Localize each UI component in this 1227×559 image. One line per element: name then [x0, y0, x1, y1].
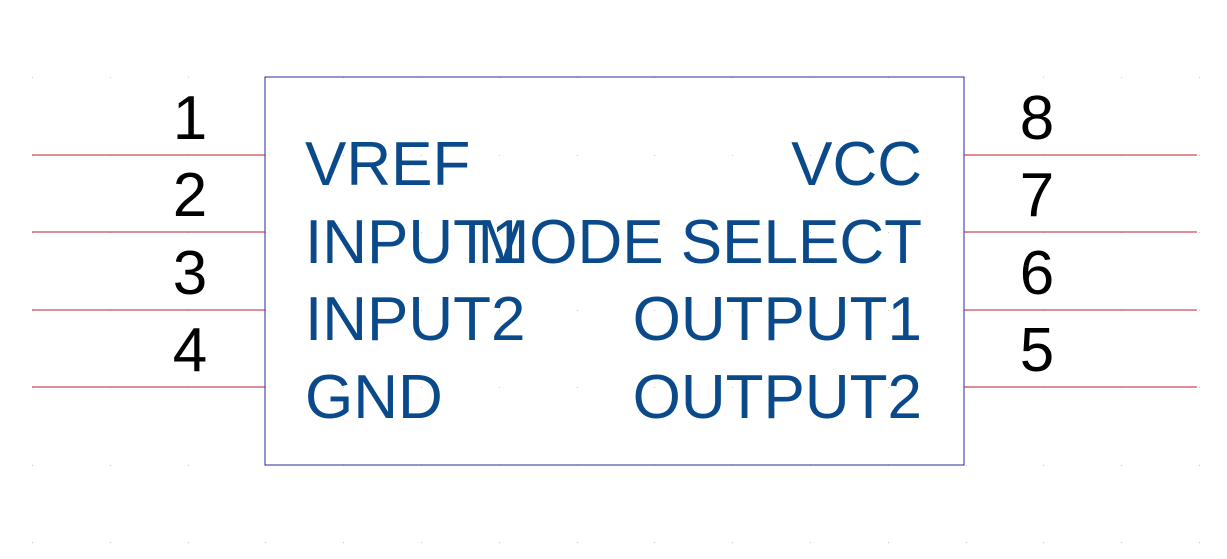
grid-dot: [810, 155, 811, 156]
grid-dot: [810, 542, 811, 543]
grid-dot: [421, 542, 422, 543]
pin-name-6: OUTPUT1: [633, 285, 922, 354]
grid-dot: [888, 310, 889, 311]
component-body[interactable]: [264, 76, 965, 466]
pin-number-4: 4: [173, 316, 207, 385]
grid-dot: [810, 387, 811, 388]
grid-dot: [343, 155, 344, 156]
pin-name-3: INPUT2: [305, 285, 525, 354]
pin-name-1: VREF: [305, 130, 470, 199]
pin-number-8: 8: [1020, 84, 1054, 153]
pin-number-3: 3: [173, 239, 207, 308]
grid-dot: [32, 77, 33, 78]
pin-name-4: GND: [305, 363, 443, 432]
grid-dot: [732, 387, 733, 388]
grid-dot: [1043, 542, 1044, 543]
grid-dot: [810, 232, 811, 233]
grid-dot: [499, 542, 500, 543]
grid-dot: [421, 387, 422, 388]
grid-dot: [1199, 155, 1200, 156]
grid-dot: [188, 465, 189, 466]
grid-dot: [343, 387, 344, 388]
grid-dot: [110, 542, 111, 543]
grid-dot: [1199, 542, 1200, 543]
grid-dot: [1121, 465, 1122, 466]
grid-dot: [654, 155, 655, 156]
pin-number-5: 5: [1020, 316, 1054, 385]
pin-number-2: 2: [173, 161, 207, 230]
pin-name-7: MODE SELECT: [478, 208, 922, 277]
grid-dot: [654, 310, 655, 311]
grid-dot: [654, 232, 655, 233]
grid-dot: [1199, 232, 1200, 233]
grid-dot: [577, 542, 578, 543]
grid-dot: [577, 232, 578, 233]
grid-dot: [810, 310, 811, 311]
grid-dot: [732, 542, 733, 543]
grid-dot: [499, 155, 500, 156]
grid-dot: [1043, 465, 1044, 466]
grid-dot: [110, 465, 111, 466]
grid-dot: [1043, 77, 1044, 78]
grid-dot: [32, 465, 33, 466]
grid-dot: [577, 310, 578, 311]
grid-dot: [265, 542, 266, 543]
grid-dot: [966, 542, 967, 543]
grid-dot: [654, 387, 655, 388]
grid-dot: [110, 77, 111, 78]
pin-name-5: OUTPUT2: [633, 363, 922, 432]
grid-dot: [966, 465, 967, 466]
grid-dot: [654, 542, 655, 543]
pin-name-2: INPUT1: [305, 208, 525, 277]
grid-dot: [1199, 465, 1200, 466]
grid-dot: [421, 310, 422, 311]
pin-number-7: 7: [1020, 161, 1054, 230]
grid-dot: [577, 155, 578, 156]
grid-dot: [1121, 77, 1122, 78]
grid-dot: [343, 232, 344, 233]
grid-dot: [966, 77, 967, 78]
grid-dot: [1199, 310, 1200, 311]
pin-number-1: 1: [173, 84, 207, 153]
grid-dot: [732, 310, 733, 311]
grid-dot: [888, 232, 889, 233]
grid-dot: [188, 77, 189, 78]
grid-dot: [1199, 77, 1200, 78]
grid-dot: [888, 155, 889, 156]
grid-dot: [732, 155, 733, 156]
grid-dot: [577, 387, 578, 388]
pin-name-8: VCC: [791, 130, 922, 199]
grid-dot: [188, 542, 189, 543]
grid-dot: [1199, 387, 1200, 388]
grid-dot: [32, 542, 33, 543]
grid-dot: [1121, 542, 1122, 543]
grid-dot: [732, 232, 733, 233]
grid-dot: [421, 232, 422, 233]
grid-dot: [499, 310, 500, 311]
grid-dot: [421, 155, 422, 156]
grid-dot: [888, 542, 889, 543]
pin-number-6: 6: [1020, 239, 1054, 308]
grid-dot: [888, 387, 889, 388]
grid-dot: [343, 542, 344, 543]
grid-dot: [499, 232, 500, 233]
grid-dot: [499, 387, 500, 388]
grid-dot: [343, 310, 344, 311]
